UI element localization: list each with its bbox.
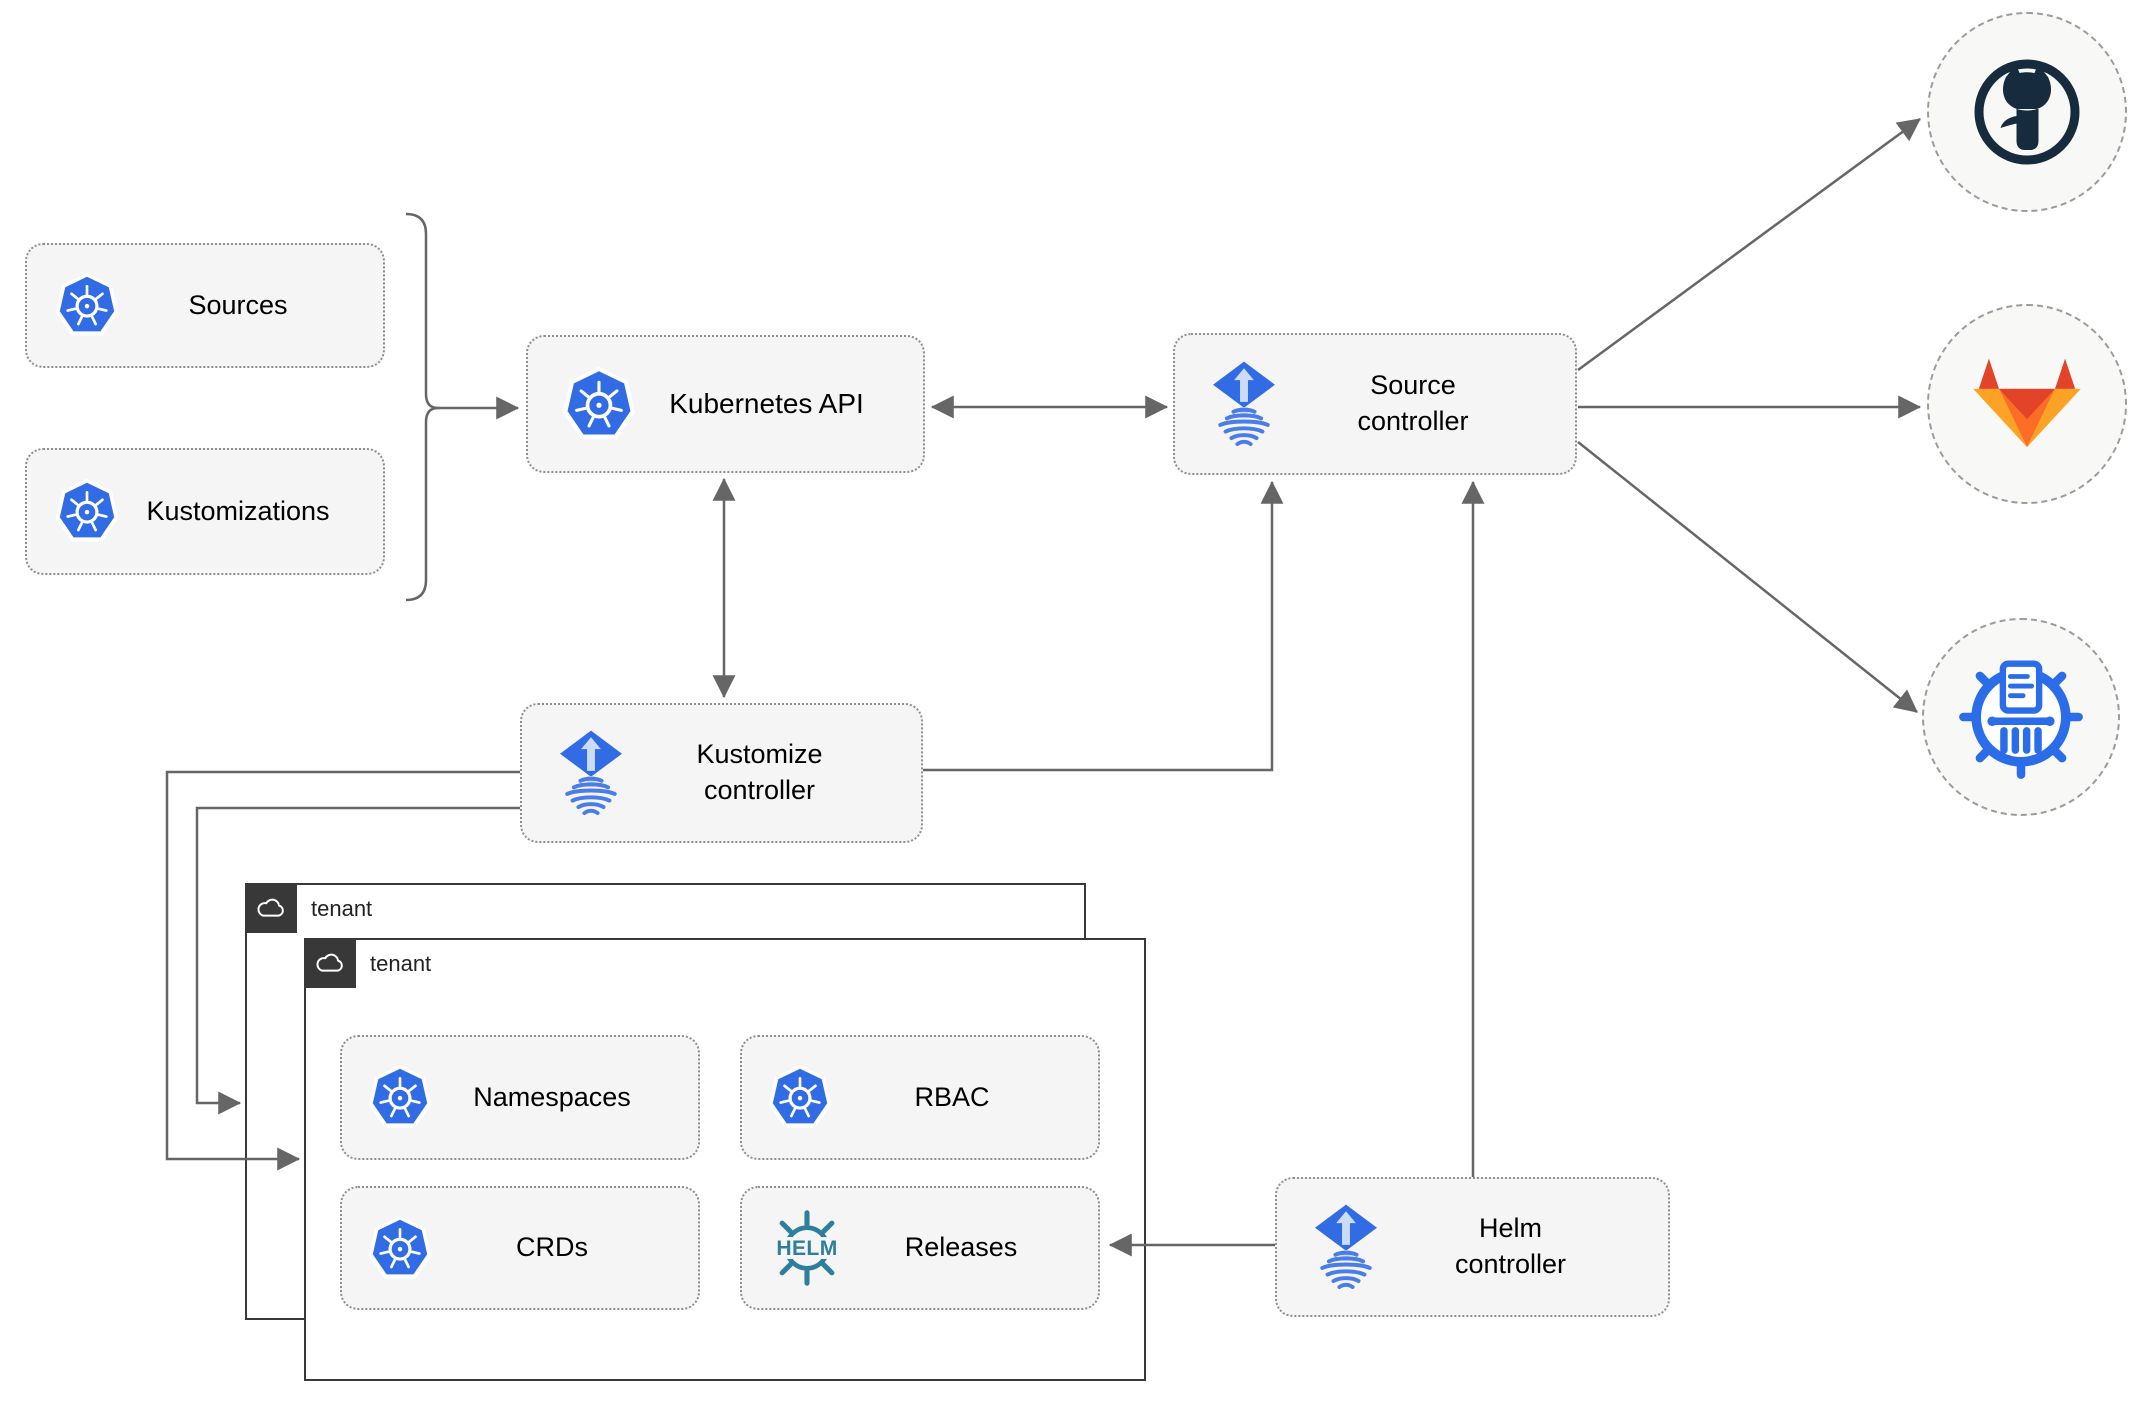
node-sources: Sources xyxy=(25,243,385,368)
node-rbac: RBAC xyxy=(740,1035,1100,1160)
node-label: Sources xyxy=(188,289,288,320)
kubernetes-icon xyxy=(55,478,119,545)
node-kustomizations: Kustomizations xyxy=(25,448,385,575)
node-releases: HELM Releases xyxy=(740,1186,1100,1310)
node-label: Releases xyxy=(904,1232,1018,1263)
helm-icon: HELM xyxy=(764,1205,850,1291)
node-label: Namespaces xyxy=(473,1081,631,1112)
node-kubernetes-api: Kubernetes API xyxy=(526,335,925,473)
edge-kustomize-to-source xyxy=(923,480,1284,772)
kubernetes-icon xyxy=(768,1064,832,1131)
cloud-icon xyxy=(254,895,288,921)
kubernetes-icon xyxy=(562,366,636,443)
flux-icon xyxy=(558,730,624,817)
tenant-label: tenant xyxy=(370,951,432,976)
kubernetes-icon xyxy=(55,272,119,339)
node-label: CRDs xyxy=(516,1232,588,1263)
node-helm-controller: Helm controller xyxy=(1275,1177,1670,1317)
node-crds: CRDs xyxy=(340,1186,700,1310)
node-label: Kubernetes API xyxy=(669,387,864,419)
tenant-group-front: tenant xyxy=(304,938,1146,1381)
helm-logo-text: HELM xyxy=(776,1237,837,1260)
gitlab-icon xyxy=(1971,356,2083,452)
node-label: Kustomizations xyxy=(146,495,330,526)
kubernetes-icon xyxy=(368,1064,432,1131)
edge-source-to-github xyxy=(1577,117,1921,372)
node-label: Source controller xyxy=(1357,370,1469,436)
endpoint-github xyxy=(1927,12,2127,212)
edge-source-to-helm-repository xyxy=(1577,441,1918,713)
tenant-label: tenant xyxy=(311,896,373,921)
endpoint-helm-repository xyxy=(1922,618,2120,816)
tenant-tab xyxy=(304,938,356,988)
kubernetes-icon xyxy=(368,1215,432,1282)
node-kustomize-controller: Kustomize controller xyxy=(520,703,923,843)
flux-icon xyxy=(1211,361,1277,448)
tenant-tab xyxy=(245,883,297,933)
node-source-controller: Source controller xyxy=(1173,333,1577,475)
cloud-icon xyxy=(313,950,347,976)
edge-brace xyxy=(405,212,440,602)
endpoint-gitlab xyxy=(1927,304,2127,504)
github-icon xyxy=(1967,52,2087,172)
node-label: Helm controller xyxy=(1454,1213,1567,1279)
flux-icon xyxy=(1313,1204,1379,1291)
node-label: Kustomize controller xyxy=(696,739,823,805)
chartmuseum-icon xyxy=(1957,653,2085,781)
node-label: RBAC xyxy=(914,1081,990,1112)
node-namespaces: Namespaces xyxy=(340,1035,700,1160)
